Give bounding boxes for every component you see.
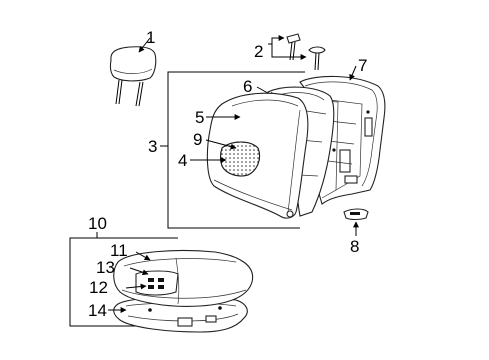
callout-8: 8: [350, 237, 359, 256]
lumbar-pad: [219, 141, 261, 177]
callout-7: 7: [358, 56, 367, 75]
leader-13: [129, 267, 149, 276]
leader-11: [135, 251, 151, 261]
seat-heater-pad: [135, 270, 179, 296]
leader-9: [205, 139, 237, 150]
callout-6: 6: [243, 77, 252, 96]
seat-cushion: [113, 249, 254, 307]
leader-7: [349, 65, 357, 81]
leader-1: [138, 37, 151, 53]
callout-14: 14: [88, 301, 107, 320]
leader-2b: [271, 44, 307, 60]
callout-10: 10: [88, 214, 107, 233]
leader-2a: [268, 35, 285, 45]
callout-2: 2: [254, 42, 263, 61]
callout-9: 9: [193, 130, 202, 149]
callout-1: 1: [146, 28, 155, 47]
headrest: [109, 46, 157, 107]
seat-frame: [113, 296, 248, 333]
callout-12: 12: [89, 278, 108, 297]
group-bracket-3: [167, 71, 305, 229]
callout-13: 13: [96, 258, 115, 277]
callout-4: 4: [178, 151, 187, 170]
trim-bracket: [343, 208, 369, 221]
callout-3: 3: [148, 137, 157, 156]
callout-11: 11: [110, 241, 128, 260]
leader-12: [125, 283, 147, 290]
fastener-clips: [286, 33, 326, 71]
callout-5: 5: [195, 108, 204, 127]
